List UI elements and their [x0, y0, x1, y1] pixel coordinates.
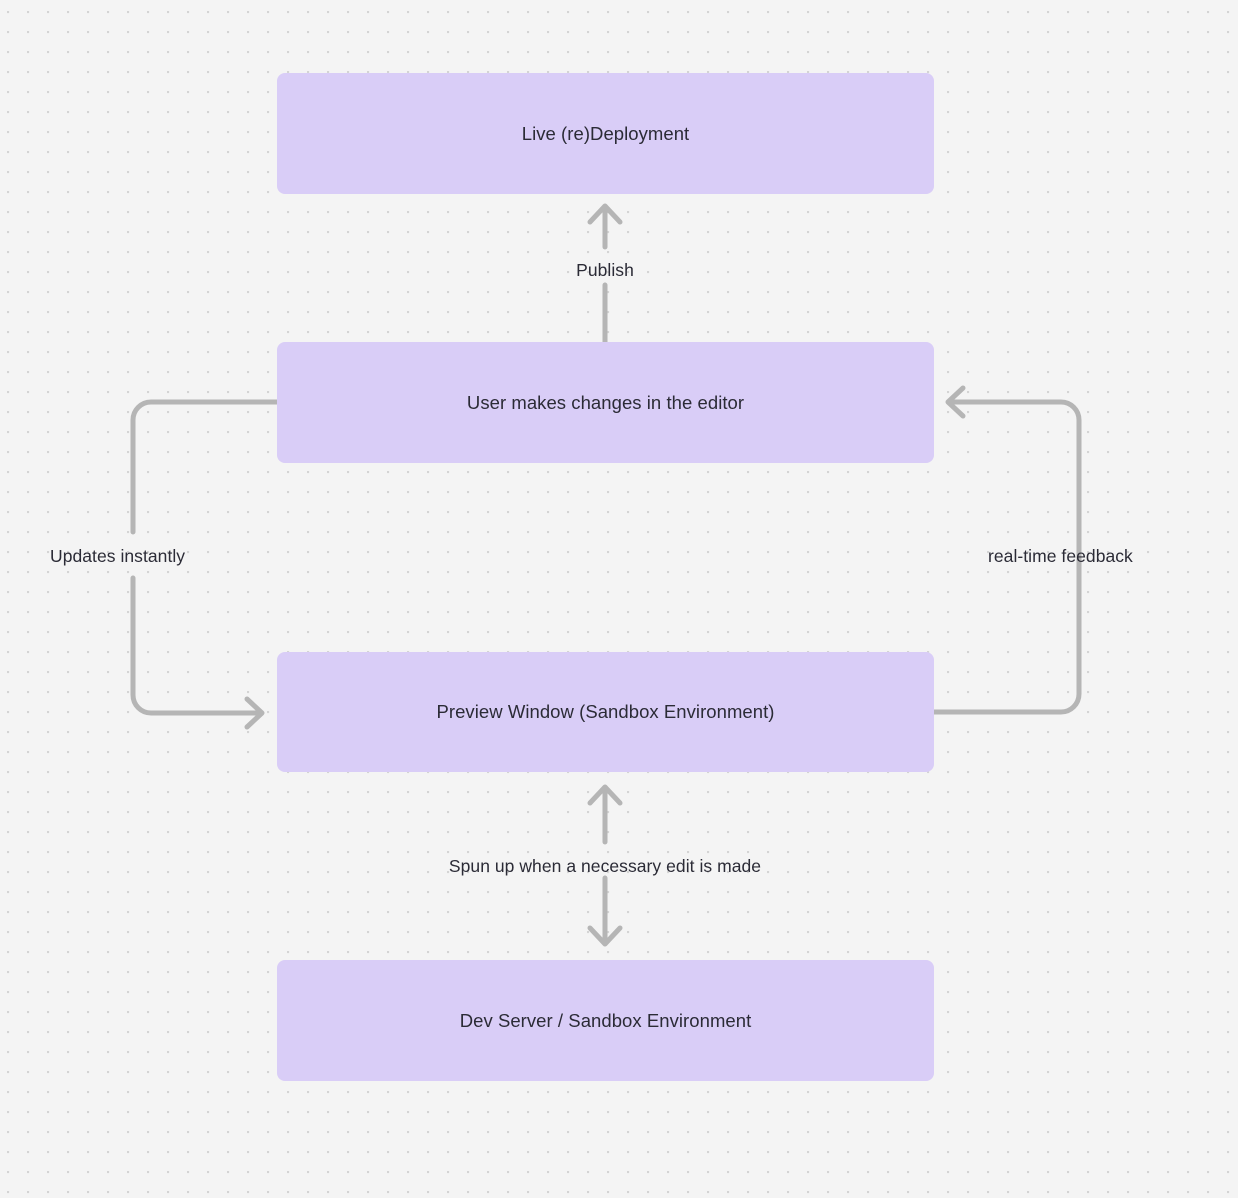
arrowhead-up-publish: [587, 203, 623, 225]
node-user-edits-label: User makes changes in the editor: [466, 391, 745, 413]
arrowhead-down-spunup: [587, 925, 623, 947]
edge-label-updates-instantly: Updates instantly: [50, 546, 186, 566]
edge-label-real-time-feedback: real-time feedback: [988, 546, 1133, 566]
node-preview-window-label: Preview Window (Sandbox Environment): [436, 701, 775, 723]
node-user-edits[interactable]: User makes changes in the editor: [277, 342, 934, 463]
node-live-deployment-label: Live (re)Deployment: [521, 122, 690, 144]
node-dev-server-label: Dev Server / Sandbox Environment: [459, 1009, 752, 1031]
node-dev-server[interactable]: Dev Server / Sandbox Environment: [277, 960, 934, 1081]
arrowhead-up-spunup: [587, 784, 623, 806]
edge-label-spun-up: Spun up when a necessary edit is made: [448, 856, 762, 876]
node-preview-window[interactable]: Preview Window (Sandbox Environment): [277, 652, 934, 772]
arrowhead-left-feedback: [945, 385, 966, 419]
arrowhead-right-updates: [244, 696, 265, 730]
edge-label-publish: Publish: [576, 260, 634, 280]
node-live-deployment[interactable]: Live (re)Deployment: [277, 73, 934, 194]
